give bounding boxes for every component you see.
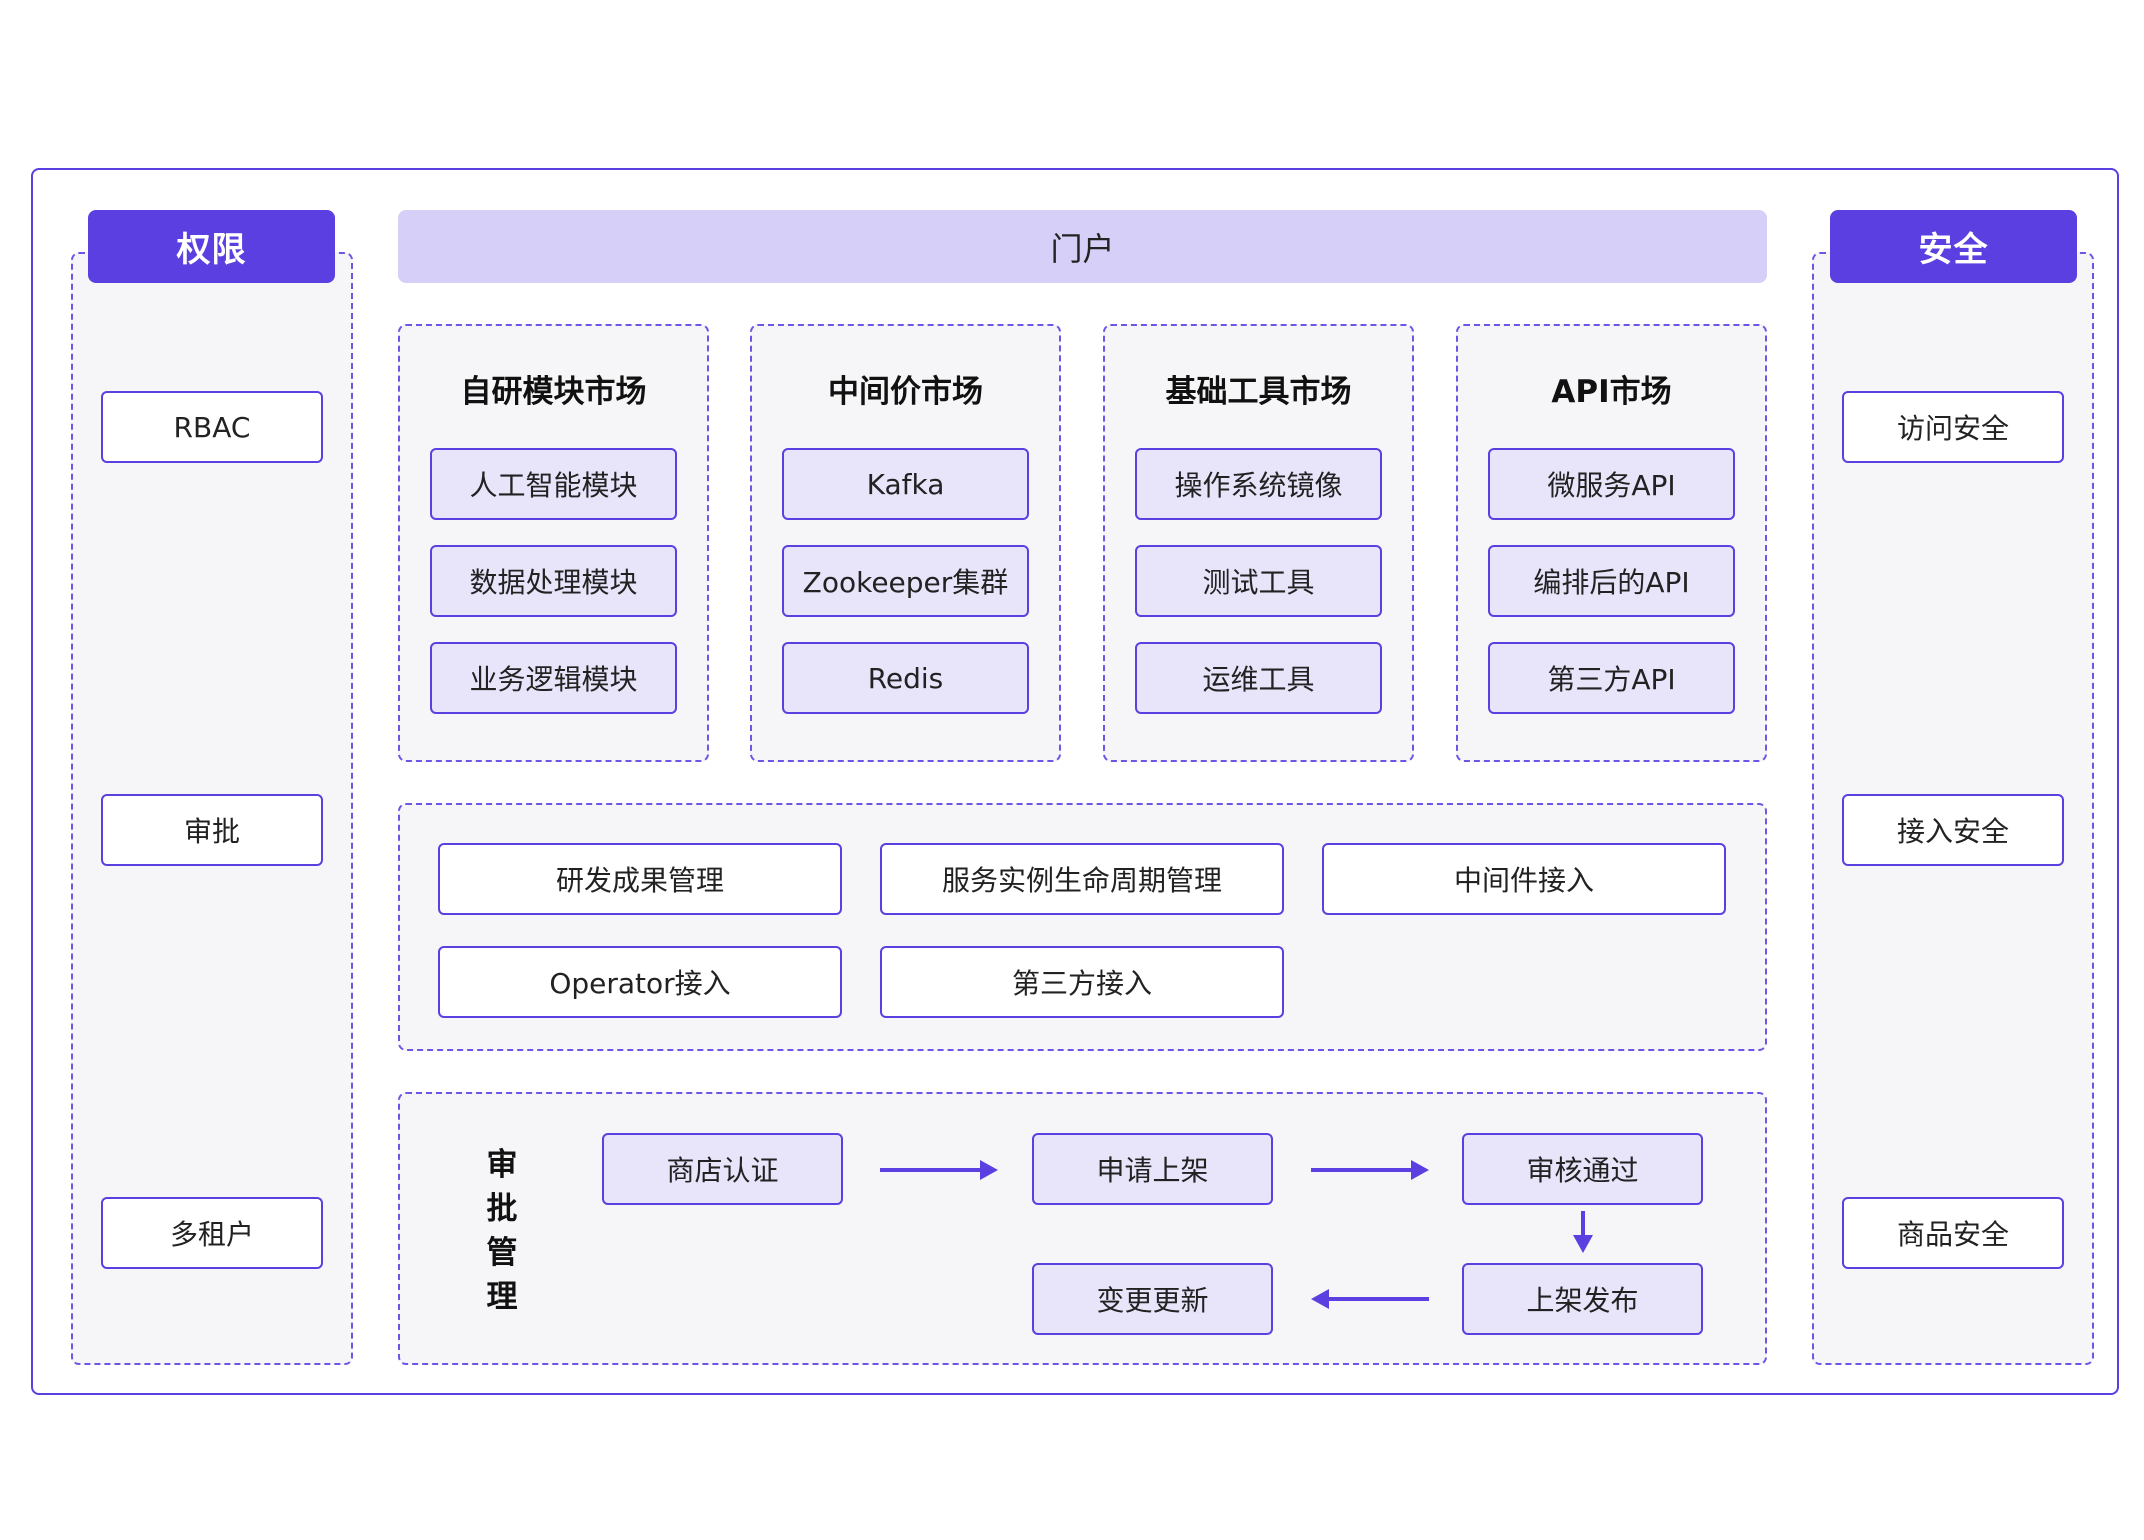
market-item: Kafka <box>782 448 1029 520</box>
arrow-down-icon <box>1573 1211 1593 1253</box>
market-title: 自研模块市场 <box>460 374 647 410</box>
market-item: 编排后的API <box>1488 545 1735 617</box>
arrow-right-icon <box>1311 1160 1429 1180</box>
step-publish: 上架发布 <box>1462 1263 1703 1335</box>
market-item: 运维工具 <box>1135 642 1382 714</box>
permissions-title: 权限 <box>88 210 335 283</box>
market-item: Zookeeper集群 <box>782 545 1029 617</box>
multi-tenant-box: 多租户 <box>101 1197 323 1269</box>
title-char: 批 <box>486 1191 518 1227</box>
market-title: 中间价市场 <box>828 374 983 410</box>
title-char: 管 <box>486 1235 518 1271</box>
product-security-box: 商品安全 <box>1842 1197 2064 1269</box>
management-item: 服务实例生命周期管理 <box>880 843 1284 915</box>
management-item: 中间件接入 <box>1322 843 1726 915</box>
approval-box: 审批 <box>101 794 323 866</box>
market-item: 人工智能模块 <box>430 448 677 520</box>
rbac-box: RBAC <box>101 391 323 463</box>
market-title: 基础工具市场 <box>1165 374 1352 410</box>
portal-bar: 门户 <box>398 210 1767 283</box>
management-item: Operator接入 <box>438 946 842 1018</box>
market-item: 数据处理模块 <box>430 545 677 617</box>
management-item: 第三方接入 <box>880 946 1284 1018</box>
title-char: 理 <box>486 1279 518 1315</box>
title-char: 审 <box>486 1147 518 1183</box>
market-item: Redis <box>782 642 1029 714</box>
access-security-box: 访问安全 <box>1842 391 2064 463</box>
arrow-left-icon <box>1311 1289 1429 1309</box>
market-title: API市场 <box>1551 374 1672 410</box>
step-change-update: 变更更新 <box>1032 1263 1273 1335</box>
arrow-right-icon <box>880 1160 998 1180</box>
step-store-cert: 商店认证 <box>602 1133 843 1205</box>
market-item: 测试工具 <box>1135 545 1382 617</box>
step-apply-listing: 申请上架 <box>1032 1133 1273 1205</box>
management-item: 研发成果管理 <box>438 843 842 915</box>
market-item: 业务逻辑模块 <box>430 642 677 714</box>
step-review-pass: 审核通过 <box>1462 1133 1703 1205</box>
security-title: 安全 <box>1830 210 2077 283</box>
market-item: 微服务API <box>1488 448 1735 520</box>
market-item: 操作系统镜像 <box>1135 448 1382 520</box>
approval-management-title: 审 批 管 理 <box>477 1143 527 1319</box>
ingress-security-box: 接入安全 <box>1842 794 2064 866</box>
market-item: 第三方API <box>1488 642 1735 714</box>
